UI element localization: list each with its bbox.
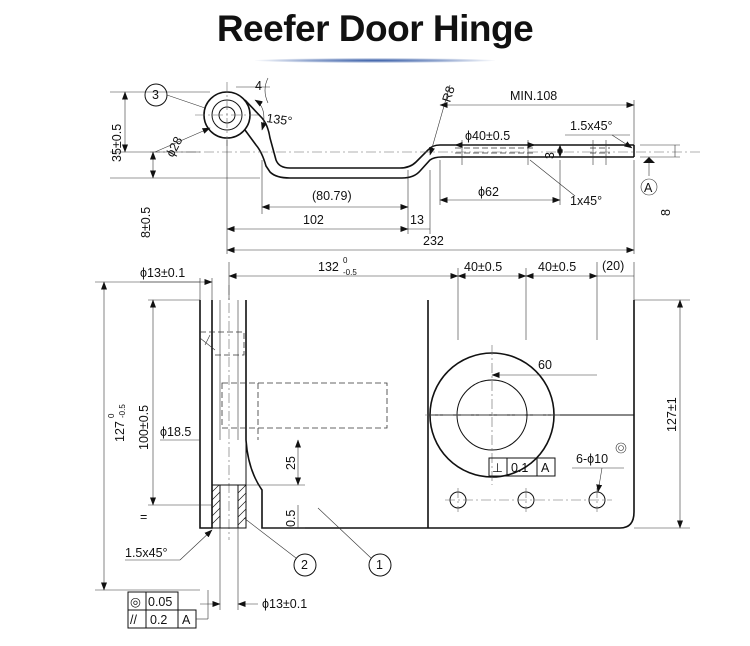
- parallel-mark: =: [140, 510, 147, 524]
- top-view: 35±0.5 ϕ28 8±0.5 4 135° R8 MIN.108 1.5x4…: [110, 77, 700, 254]
- dim-3: 3: [543, 152, 557, 159]
- dim-127-left-tol-up: 0: [107, 413, 116, 418]
- dim-20: (20): [602, 259, 624, 273]
- dim-d13-top: ϕ13±0.1: [140, 266, 185, 280]
- gdt-perp-symbol: ⊥: [492, 461, 503, 475]
- dim-d28: ϕ28: [163, 134, 185, 159]
- callout-1: [368, 553, 392, 577]
- dim-132-tol-up: 0: [343, 256, 348, 265]
- gdt-perpendicularity-frame: ⊥ 0.1 A: [488, 457, 556, 477]
- dim-holes: 6-ϕ10: [576, 452, 608, 466]
- gdt-par-value: 0.2: [150, 613, 167, 627]
- dim-d185: ϕ18.5: [160, 425, 191, 439]
- dim-min108: MIN.108: [510, 89, 557, 103]
- dim-chamfer-15-bottom: 1.5x45°: [125, 546, 168, 560]
- gdt-par-datum: A: [182, 613, 191, 627]
- dim-chamfer-1: 1x45°: [570, 194, 602, 208]
- dim-25: 25: [284, 456, 298, 470]
- datum-a: A: [644, 181, 653, 195]
- title-underline-glow: [255, 58, 495, 63]
- dim-60: 60: [538, 358, 552, 372]
- dim-40b: 40±0.5: [538, 260, 576, 274]
- dim-d62: ϕ62: [478, 185, 499, 199]
- dim-127-left: 127: [113, 421, 127, 442]
- plate-outline: [245, 300, 635, 529]
- dim-r8: R8: [440, 84, 458, 104]
- dim-05: 0.5: [284, 510, 298, 527]
- front-view: ϕ13±0.1 132 0 -0.5 40±0.5 40±0.5 (20) 60…: [95, 256, 690, 629]
- mounting-holes: [445, 488, 612, 512]
- dim-13: 13: [410, 213, 424, 227]
- gdt-perp-value: 0.1: [511, 461, 528, 475]
- dim-angle-135: 135°: [266, 111, 294, 128]
- dim-8-right: 8: [659, 209, 673, 216]
- dim-132-tol-dn: -0.5: [343, 268, 357, 277]
- dim-35: 35±0.5: [110, 124, 124, 162]
- gdt-parallelism-frame: // 0.2 A: [127, 609, 197, 629]
- callout-2: [293, 553, 317, 577]
- page-title: Reefer Door Hinge: [216, 8, 534, 49]
- gdt-conc-symbol: ◎: [130, 595, 141, 609]
- gdt-conc-value: 0.05: [148, 595, 172, 609]
- dim-8079: (80.79): [312, 189, 352, 203]
- dim-102: 102: [303, 213, 324, 227]
- dim-127-left-tol-dn: -0.5: [118, 404, 127, 418]
- dim-127-right: 127±1: [665, 397, 679, 432]
- callout-2-label: 2: [301, 558, 308, 572]
- gdt-par-symbol: //: [130, 613, 137, 627]
- dim-232: 232: [423, 234, 444, 248]
- dim-d13-bottom: ϕ13±0.1: [262, 597, 307, 611]
- dim-chamfer-15-top: 1.5x45°: [570, 119, 613, 133]
- knuckle-tube: [199, 300, 213, 529]
- dim-132: 132: [318, 260, 339, 274]
- gdt-perp-datum: A: [541, 461, 550, 475]
- strap-lower-edge: [244, 129, 634, 179]
- dim-40a: 40±0.5: [464, 260, 502, 274]
- callout-1-label: 1: [376, 558, 383, 572]
- dim-d40: ϕ40±0.5: [465, 129, 510, 143]
- dim-4: 4: [255, 79, 262, 93]
- dim-100: 100±0.5: [137, 405, 151, 450]
- gdt-concentricity-frame: ◎ 0.05: [127, 591, 179, 611]
- callout-3-label: 3: [152, 88, 159, 102]
- dim-8-left: 8±0.5: [139, 207, 153, 238]
